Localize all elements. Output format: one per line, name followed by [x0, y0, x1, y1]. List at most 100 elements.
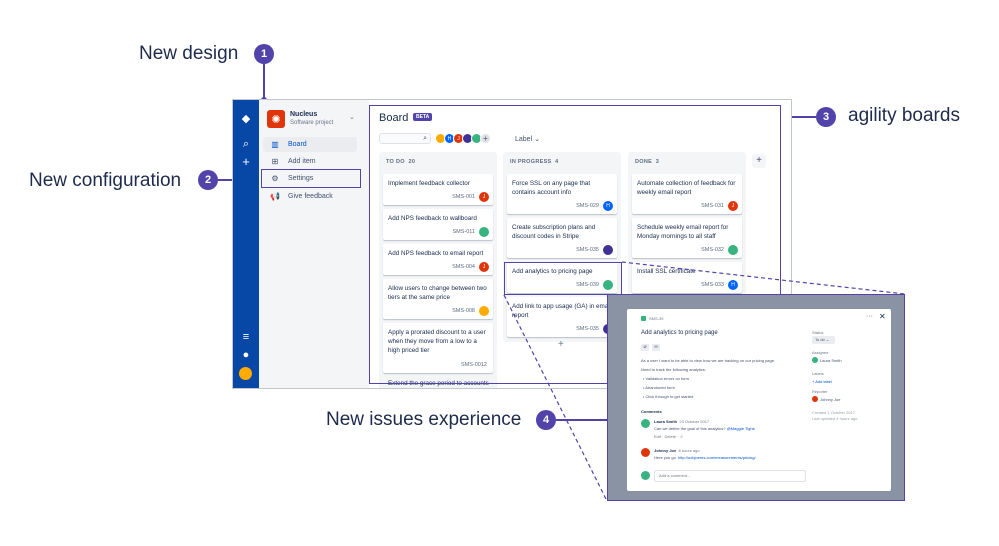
user-avatar[interactable] — [239, 367, 252, 380]
column-header: IN PROGRESS 4 — [510, 159, 559, 165]
jira-logo-icon[interactable]: ◆ — [241, 113, 251, 125]
callout-badge-4: 4 — [536, 410, 556, 430]
comments-heading: Comments — [641, 409, 662, 414]
column-in-progress: IN PROGRESS 4 Force SSL on any page that… — [503, 152, 621, 350]
avatar — [641, 471, 650, 480]
callout-agility-boards-label: agility boards — [848, 105, 960, 126]
bullet-text: Validation errors on form — [645, 376, 690, 381]
card-title: Install SSL certificate — [637, 268, 696, 275]
add-people-icon[interactable]: + — [480, 133, 491, 144]
issue-card[interactable]: Allow users to change between two tiers … — [383, 279, 493, 319]
issue-card[interactable]: Apply a prorated discount to a user when… — [383, 323, 493, 373]
card-title: Add NPS feedback to email report — [388, 250, 484, 257]
issue-title[interactable]: Add analytics to pricing page — [641, 330, 718, 336]
label-filter-dropdown[interactable]: Label ⌄ — [515, 135, 540, 143]
status-value: To do — [815, 337, 825, 342]
link-icon[interactable]: ∞ — [652, 344, 660, 351]
avatar — [479, 306, 489, 316]
card-key: SMS-001 — [452, 194, 475, 200]
issue-card[interactable]: Install SSL certificate SMS-033 H — [632, 262, 742, 293]
close-icon[interactable]: ✕ — [879, 312, 886, 321]
search-icon: ⌕ — [423, 135, 427, 142]
callout-badge-2: 2 — [198, 170, 218, 190]
card-title: Create subscription plans and discount c… — [512, 224, 596, 240]
issue-key[interactable]: SMS-39 — [649, 316, 664, 321]
created-date: Created 1 October 2017 — [812, 410, 855, 415]
status-label: Status — [812, 330, 824, 335]
sidebar-item-settings[interactable]: ⚙ Settings — [263, 171, 357, 186]
issue-card[interactable]: Add NPS feedback to wallboard SMS-011 — [383, 209, 493, 240]
more-icon[interactable]: ··· — [866, 313, 873, 320]
card-key: SMS-004 — [452, 264, 475, 270]
card-key: SMS-035 — [576, 326, 599, 332]
search-input[interactable]: ⌕ — [379, 133, 431, 144]
card-key: SMS-008 — [452, 308, 475, 314]
add-card-icon[interactable]: + — [558, 339, 564, 350]
card-key: SMS-011 — [452, 229, 475, 235]
issue-card[interactable]: Implement feedback collector SMS-001 J — [383, 174, 493, 205]
card-key: SMS-0012 — [461, 362, 487, 368]
help-icon[interactable]: ● — [242, 349, 250, 361]
issue-card[interactable]: Create subscription plans and discount c… — [507, 218, 617, 258]
assignee-value[interactable]: Laura Smith — [820, 358, 842, 363]
issue-card[interactable]: Add NPS feedback to email report SMS-004… — [383, 244, 493, 275]
column-done: DONE 3 Automate collection of feedback f… — [628, 152, 746, 306]
comment-author: Laura Smith — [654, 419, 678, 424]
comment-text: Can we define the goal of this analytics… — [654, 426, 726, 431]
reporter-value[interactable]: Johnny Joe — [820, 397, 841, 402]
bullet-text: Abandoned form — [645, 385, 675, 390]
highlight-card — [504, 262, 622, 295]
avatar: J — [479, 192, 489, 202]
callout-new-configuration-label: New configuration — [29, 170, 182, 191]
attach-icon[interactable]: ⌀ — [641, 344, 649, 351]
comment-link[interactable]: http://uxbjoerns.com/measurements/pricin… — [678, 455, 756, 460]
page-title: Board — [379, 112, 409, 124]
card-key: SMS-033 — [701, 282, 724, 288]
comment-mention[interactable]: @Maggie Tighe — [726, 426, 755, 431]
chevron-down-icon[interactable]: ⌄ — [349, 114, 355, 121]
bullet-text: Click through to get started — [645, 394, 694, 399]
callout-new-issues-experience-label: New issues experience — [326, 409, 522, 430]
sidebar-item-label: Board — [288, 141, 307, 148]
sidebar-item-board[interactable]: ▥ Board — [263, 137, 357, 152]
avatar — [641, 448, 650, 457]
card-key: SMS-029 — [576, 203, 599, 209]
sidebar-item-give-feedback[interactable]: 📢 Give feedback — [263, 189, 357, 204]
avatar: H — [728, 280, 738, 290]
menu-icon[interactable]: ≡ — [242, 331, 250, 343]
label-filter-text: Label — [515, 136, 533, 143]
status-dropdown[interactable]: To do ⌄ — [812, 336, 835, 344]
create-icon[interactable]: + — [242, 154, 250, 169]
column-name: TO DO — [386, 159, 405, 165]
beta-badge: BETA — [413, 113, 433, 121]
issue-card[interactable]: Force SSL on any page that contains acco… — [507, 174, 617, 214]
issue-card[interactable]: Schedule weekly email report for Monday … — [632, 218, 742, 258]
card-title: Implement feedback collector — [388, 180, 470, 187]
avatar — [641, 419, 650, 428]
comment-author: Johnny Joe — [654, 448, 677, 453]
add-label-link[interactable]: + Add label — [812, 379, 832, 384]
issue-card[interactable]: Automate collection of feedback for week… — [632, 174, 742, 214]
comment-text: Here you go — [654, 455, 676, 460]
chevron-down-icon: ⌄ — [825, 337, 830, 342]
add-comment-input[interactable]: Add a comment... — [654, 470, 806, 482]
card-title: Add link to app usage (GA) in email repo… — [512, 303, 612, 319]
callout-1-line — [263, 64, 265, 100]
add-item-icon: ⊞ — [271, 157, 279, 166]
card-title: Allow users to change between two tiers … — [388, 285, 487, 301]
issue-card-selected[interactable]: Add analytics to pricing page SMS-039 — [507, 262, 617, 293]
avatar — [479, 227, 489, 237]
search-icon[interactable]: ⌕ — [242, 138, 250, 150]
card-title: Schedule weekly email report for Monday … — [637, 224, 729, 240]
description-bullet: • Validation errors on form — [643, 376, 690, 381]
comment-actions[interactable]: Edit · Delete · ☺ — [654, 434, 684, 439]
add-column-button[interactable]: + — [752, 154, 766, 168]
callout-3-line — [778, 116, 816, 118]
avatar — [603, 280, 613, 290]
column-count: 4 — [555, 159, 559, 165]
assignee-label: Assignee — [812, 350, 829, 355]
card-key: SMS-031 — [701, 203, 724, 209]
sidebar-item-add-item[interactable]: ⊞ Add item — [263, 154, 357, 169]
project-name[interactable]: Nucleus — [290, 111, 318, 118]
